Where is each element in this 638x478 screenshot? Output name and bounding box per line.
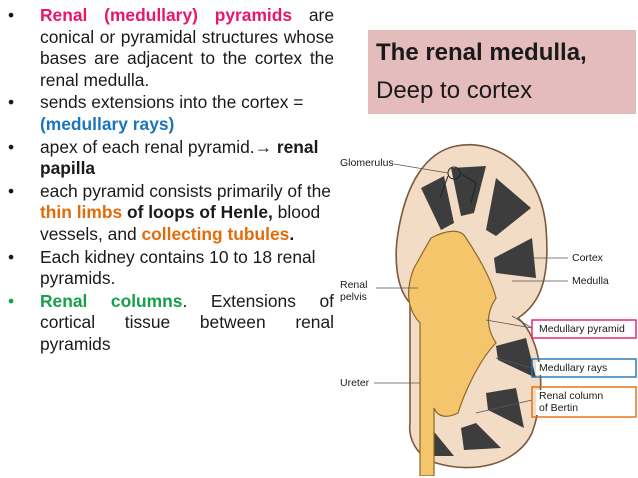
bullet-renal-papilla: • apex of each renal pyramid.→ renal pap… — [8, 137, 334, 180]
label-medullary-pyramid: Medullary pyramid — [536, 323, 628, 336]
bullet-text: are conical or pyramidal structures whos… — [40, 5, 334, 90]
bullet-marker: • — [8, 246, 15, 267]
box-medullary-rays — [531, 358, 637, 378]
label-renal-column-2: of Bertin — [536, 402, 582, 415]
term-renal-pyramids: Renal (medullary) pyramids — [40, 5, 293, 25]
bullet-text: blood vessels, and — [40, 202, 321, 244]
kidney-diagram: Glomerulus Cortex Medulla Renal pelvis U… — [336, 138, 638, 476]
label-glomerulus: Glomerulus — [340, 157, 394, 169]
bullet-marker: • — [8, 92, 15, 113]
bullet-text: each pyramid consists primarily of the — [40, 180, 331, 201]
bullet-period: . — [289, 223, 295, 244]
bullet-text: Each kidney contains 10 to 18 renal pyra… — [40, 246, 316, 289]
bullet-pyramid-count: • Each kidney contains 10 to 18 renal py… — [8, 247, 334, 290]
bullet-marker: • — [8, 290, 15, 311]
title-line-1: The renal medulla, — [376, 39, 587, 66]
renal-pelvis — [408, 230, 497, 476]
bullet-text: apex of each renal pyramid.→ — [40, 136, 277, 157]
term-thin-limbs: thin limbs — [40, 202, 123, 223]
label-renal-pelvis-1: Renal — [340, 279, 368, 291]
kidney-illustration — [374, 144, 637, 476]
term-collecting-tubules: collecting tubules — [141, 223, 290, 244]
term-medullary-rays: (medullary rays) — [40, 113, 175, 134]
term-loops-of-henle: of loops of Henle, — [122, 202, 273, 223]
bullet-marker: • — [8, 136, 15, 157]
bullet-marker: • — [8, 180, 15, 201]
label-renal-column-1: Renal column — [536, 390, 607, 403]
term-renal-columns: Renal columns — [40, 290, 183, 311]
label-renal-pelvis-2: pelvis — [340, 291, 367, 303]
bullet-medullary-rays: • sends extensions into the cortex = (me… — [8, 92, 334, 135]
bullet-renal-pyramids: • Renal (medullary) pyramids are conical… — [8, 5, 334, 91]
bullet-marker: • — [8, 5, 15, 25]
bullet-text: sends extensions into the cortex = — [40, 92, 304, 113]
bullet-list: • Renal (medullary) pyramids are conical… — [8, 5, 334, 357]
box-renal-column — [531, 386, 637, 418]
box-medullary-pyramid — [531, 319, 637, 339]
title-box: The renal medulla, Deep to cortex — [368, 30, 636, 114]
label-ureter: Ureter — [340, 377, 370, 389]
label-medullary-rays: Medullary rays — [536, 362, 611, 375]
label-medulla: Medulla — [572, 275, 609, 287]
term-renal-papilla: renal papilla — [40, 136, 319, 179]
label-cortex: Cortex — [572, 252, 603, 264]
bullet-renal-columns: • Renal columns. Extensions of cortical … — [8, 291, 334, 356]
leader-lines — [374, 163, 568, 414]
bullet-text: . Extensions of cortical tissue between … — [40, 290, 334, 354]
title-line-2: Deep to cortex — [376, 77, 533, 104]
bullet-pyramid-contents: • each pyramid consists primarily of the… — [8, 181, 334, 246]
